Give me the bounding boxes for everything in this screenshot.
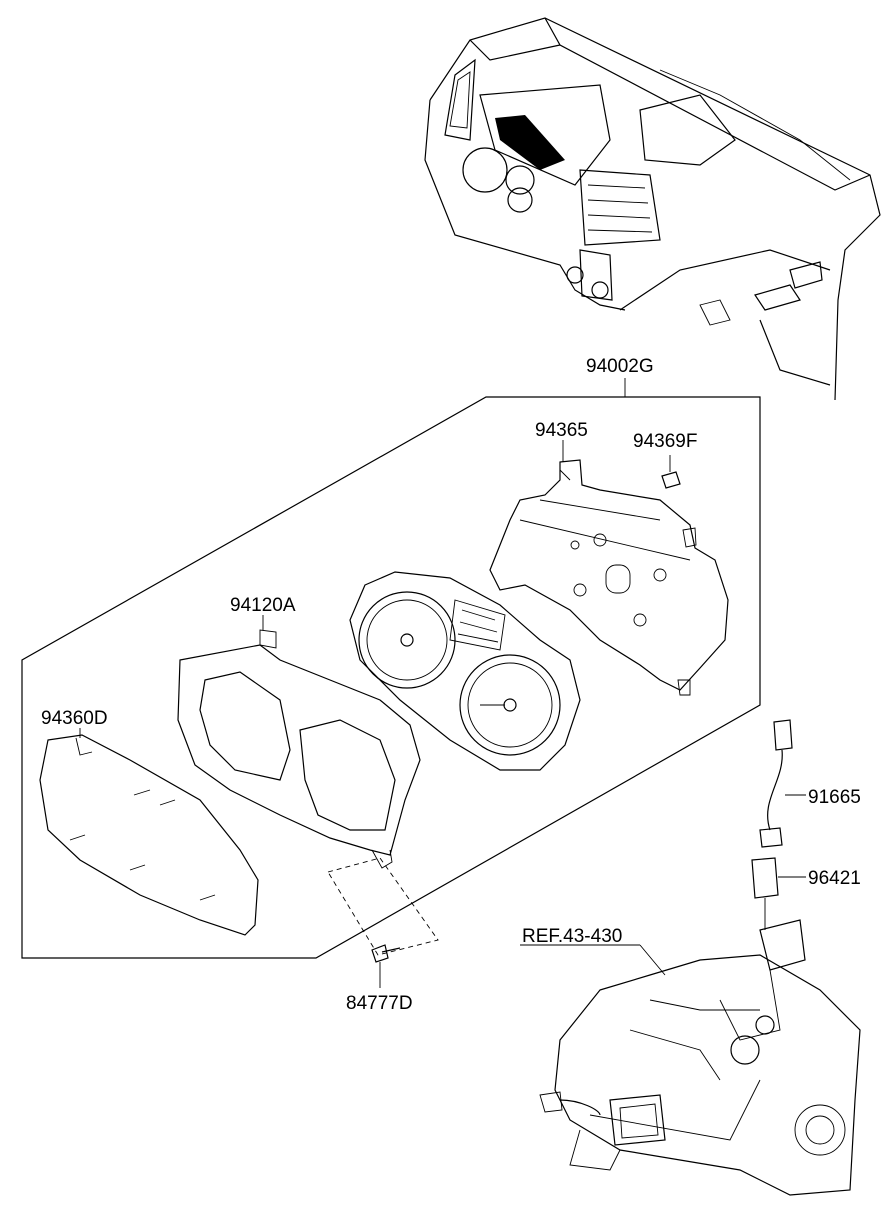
label-assembly: 94002G (586, 356, 654, 377)
label-bulb: 94369F (633, 431, 698, 452)
label-housing: 94120A (230, 595, 296, 616)
label-sensor: 96421 (808, 868, 861, 889)
label-harness: 91665 (808, 787, 861, 808)
assembly-outline (21, 378, 761, 959)
harness-part (759, 719, 806, 848)
gauge-face-part (349, 571, 581, 771)
label-screw: 84777D (346, 993, 413, 1014)
bulb-part (661, 455, 681, 489)
glass-part (39, 728, 259, 936)
label-rear-case: 94365 (535, 420, 588, 441)
housing-part (177, 615, 421, 869)
sensor-part (751, 857, 806, 930)
screw-part (327, 857, 439, 988)
label-glass: 94360D (41, 708, 108, 729)
transmission-illustration (520, 919, 861, 1196)
rear-case-part (489, 440, 729, 696)
dashboard-illustration (424, 17, 881, 401)
label-reference: REF.43-430 (522, 926, 623, 947)
